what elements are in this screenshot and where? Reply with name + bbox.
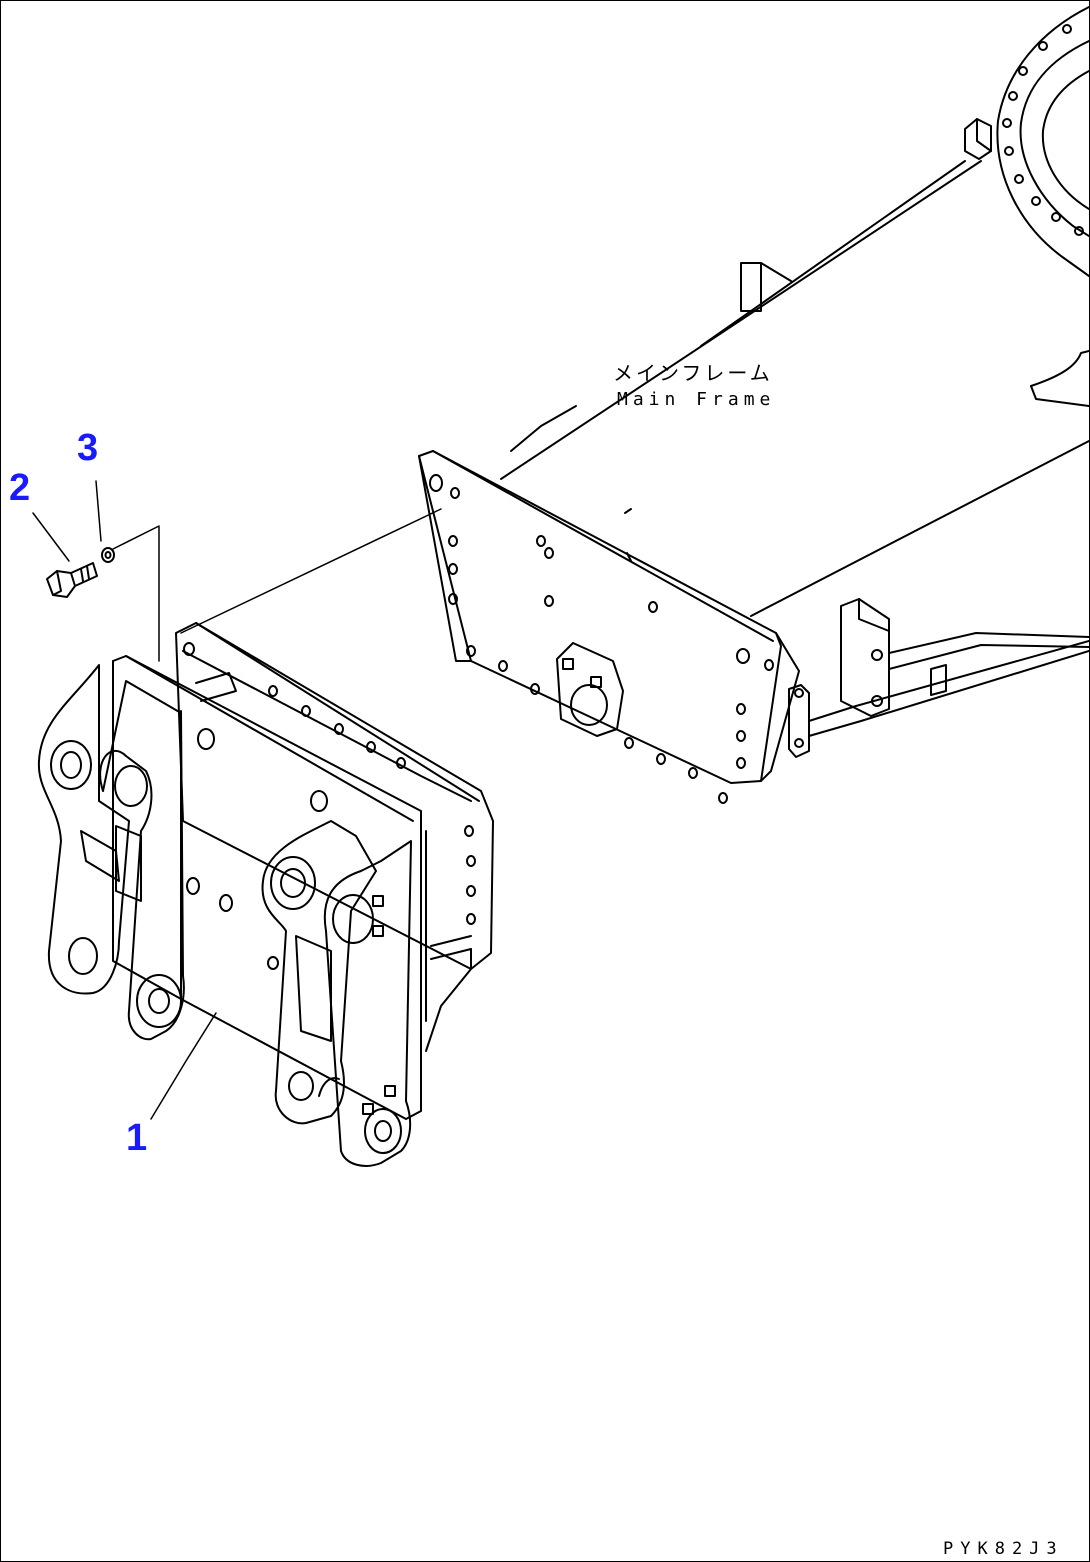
main-frame-end-plate [418,450,800,804]
bolt [46,562,98,598]
left-lug [37,660,185,1041]
washer [101,547,115,563]
right-lug [261,820,412,1167]
callout-3: 3 [77,427,99,469]
main-frame-label-jp: メインフレーム [613,361,773,385]
callout-2: 2 [9,467,31,509]
callout-3-leader [95,480,102,542]
callout-1-leader [150,1012,217,1120]
callout-2-leader [32,512,70,562]
main-frame [418,6,1089,804]
drawing-id: PYK82J3 [943,1539,1064,1559]
main-frame-label-en: Main Frame [617,389,776,410]
callout-1: 1 [126,1117,148,1159]
hitch-bracket-assembly [37,622,494,1167]
swing-circle-ring [964,6,1089,277]
main-frame-leader [510,405,577,452]
